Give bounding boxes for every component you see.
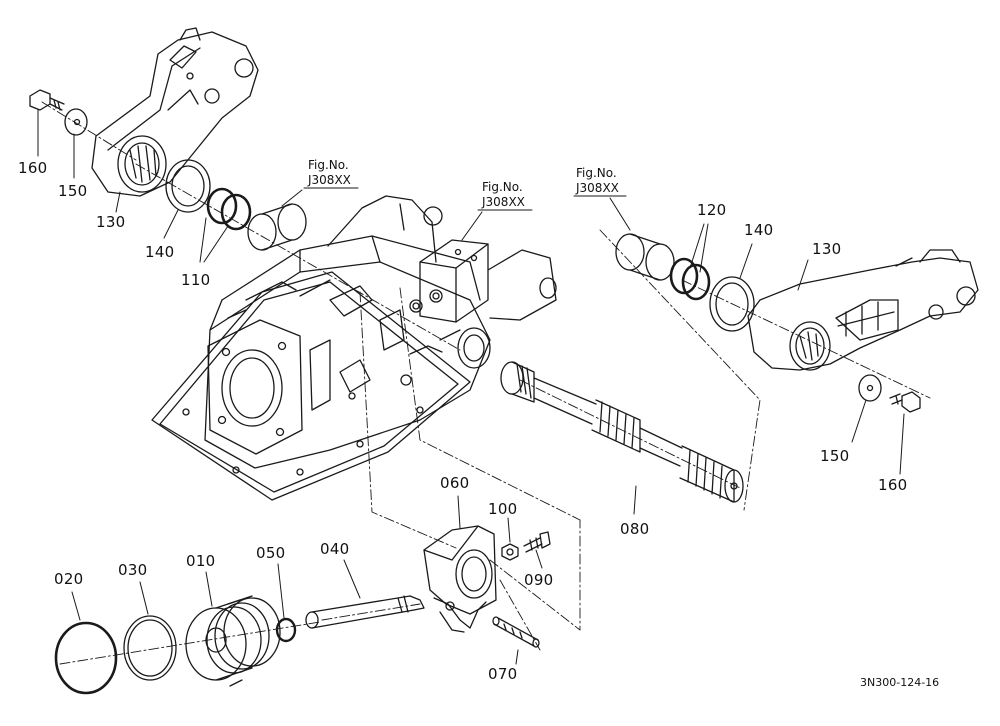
label-070: 070 (488, 665, 518, 683)
figure-reference-left-line2: J308XX (308, 173, 351, 187)
arm-060 (423, 525, 497, 633)
label-050: 050 (256, 544, 286, 562)
lift-arm-left (91, 27, 259, 197)
label-120: 120 (697, 201, 727, 219)
label-130-left: 130 (96, 213, 126, 231)
collar-140-left (165, 159, 211, 213)
o-rings-110 (206, 187, 252, 231)
nut-100 (501, 543, 519, 561)
bolt-160-right (889, 391, 921, 413)
figure-reference-center-line2: J308XX (482, 195, 525, 209)
label-090: 090 (524, 571, 554, 589)
figure-reference-right: Fig.No. J308XX (576, 166, 619, 196)
label-060: 060 (440, 474, 470, 492)
label-140-right: 140 (744, 221, 774, 239)
piston-rod-040 (305, 595, 425, 629)
figure-reference-right-line2: J308XX (576, 181, 619, 195)
label-160-right: 160 (878, 476, 908, 494)
label-150-right: 150 (820, 447, 850, 465)
label-110: 110 (181, 271, 211, 289)
bushing-right (615, 233, 675, 281)
washer-150-right (858, 374, 882, 402)
leader-lines (37, 109, 905, 665)
assembly-lines (41, 101, 931, 665)
label-100: 100 (488, 500, 518, 518)
bolt-160-left (29, 89, 65, 111)
o-rings-120 (669, 257, 711, 301)
figure-reference-left-line1: Fig.No. (308, 158, 349, 172)
o-ring-020 (54, 621, 118, 695)
screw-090 (523, 531, 551, 553)
drawing-code: 3N300-124-16 (860, 676, 940, 689)
collar-140-right (709, 276, 755, 332)
backup-ring-030 (123, 615, 177, 681)
lift-shaft-080 (500, 361, 744, 503)
figure-reference-center: Fig.No. J308XX (482, 180, 525, 210)
label-130-right: 130 (812, 240, 842, 258)
label-150-left: 150 (58, 182, 88, 200)
label-040: 040 (320, 540, 350, 558)
figure-reference-left: Fig.No. J308XX (308, 158, 351, 188)
label-080: 080 (620, 520, 650, 538)
pin-070 (492, 616, 540, 648)
figure-reference-center-line1: Fig.No. (482, 180, 523, 194)
bushing-left (247, 203, 307, 251)
lift-arm-right (747, 249, 979, 371)
hydraulic-housing (151, 195, 557, 501)
label-140-left: 140 (145, 243, 175, 261)
piston-010 (185, 595, 281, 687)
label-160-left: 160 (18, 159, 48, 177)
label-010: 010 (186, 552, 216, 570)
label-020: 020 (54, 570, 84, 588)
washer-150-left (64, 108, 88, 136)
label-030: 030 (118, 561, 148, 579)
o-ring-050 (275, 617, 297, 643)
figure-reference-right-line1: Fig.No. (576, 166, 617, 180)
